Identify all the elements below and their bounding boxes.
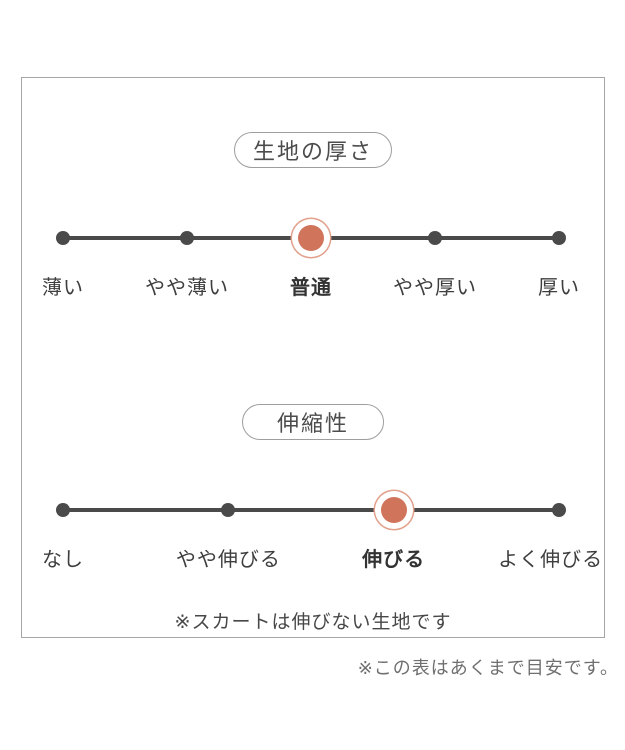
selected-dot-marker	[298, 225, 324, 251]
thickness-labels: 薄い やや薄い 普通 やや厚い 厚い	[42, 274, 579, 302]
selected-scale-label: 伸びる	[362, 549, 426, 571]
scale-dot	[56, 231, 70, 245]
stretch-title-badge: 伸縮性	[242, 404, 384, 440]
scale-label: やや薄い	[145, 277, 229, 299]
scale-dot	[428, 231, 442, 245]
stretch-title: 伸縮性	[276, 411, 349, 436]
scale-dot	[552, 503, 566, 517]
selected-scale-label: 普通	[290, 277, 332, 299]
scale-label: 厚い	[538, 277, 580, 299]
scale-dot	[221, 503, 236, 517]
thickness-title: 生地の厚さ	[252, 139, 374, 164]
selected-dot-marker	[380, 497, 407, 523]
thickness-title-badge: 生地の厚さ	[233, 132, 393, 168]
stretch-labels: なし やや伸びる 伸びる よく伸びる	[42, 546, 602, 574]
disclaimer-note: ※この表はあくまで目安です。	[357, 658, 619, 678]
spec-panel: 生地の厚さ 薄い やや薄い 普通 やや厚い 厚い 伸縮性 なし や	[21, 77, 605, 638]
thickness-scale	[56, 225, 566, 251]
scale-label: なし	[42, 549, 84, 571]
scale-dot	[552, 231, 566, 245]
scale-label: 薄い	[42, 277, 84, 299]
scale-label: よく伸びる	[498, 549, 604, 571]
scale-label: やや伸びる	[175, 549, 281, 571]
scale-label: やや厚い	[393, 277, 477, 299]
skirt-note: ※スカートは伸びない生地です	[174, 612, 452, 633]
stretch-scale	[56, 497, 566, 523]
scale-dot	[56, 503, 70, 517]
scale-dot	[180, 231, 194, 245]
